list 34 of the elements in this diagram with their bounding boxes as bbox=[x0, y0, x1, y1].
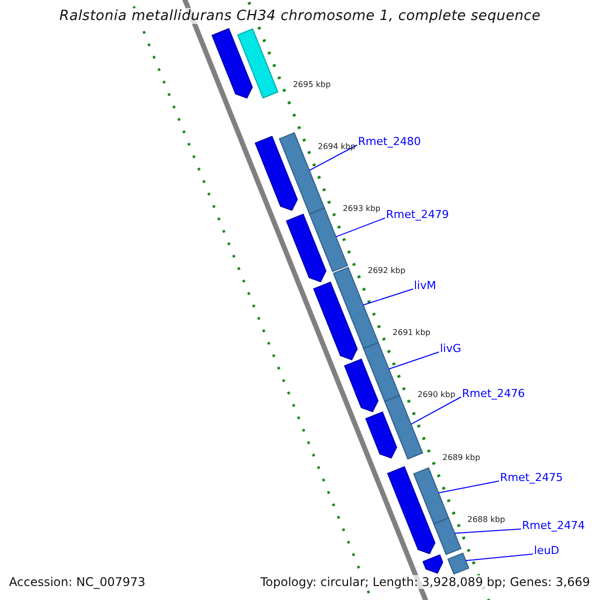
pointed-gene-block bbox=[365, 411, 398, 459]
scale-label: 2694 kbp bbox=[318, 142, 356, 151]
leader-line bbox=[410, 396, 462, 425]
pointed-gene-block bbox=[211, 28, 253, 99]
pointed-gene-block bbox=[387, 466, 436, 554]
leader-line bbox=[362, 288, 414, 306]
scale-label: 2688 kbp bbox=[467, 514, 506, 524]
title: Ralstonia metallidurans CH34 chromosome 1, complete sequence bbox=[59, 8, 541, 24]
gene-bar bbox=[362, 342, 400, 402]
pointed-gene-block bbox=[254, 136, 298, 211]
scale-label: 2692 kbp bbox=[368, 266, 406, 276]
leader-line bbox=[438, 480, 500, 494]
gene-label: livG bbox=[440, 342, 462, 355]
scale-label: 2693 kbp bbox=[342, 204, 380, 213]
gene-label: Rmet_2476 bbox=[462, 387, 525, 400]
scale-label: 2689 kbp bbox=[442, 452, 480, 462]
gene-bar bbox=[237, 28, 279, 99]
scale-label: 2691 kbp bbox=[392, 328, 430, 338]
pointed-gene-block bbox=[344, 358, 379, 412]
leader-line bbox=[465, 554, 534, 562]
gene-bar bbox=[413, 467, 450, 525]
pointed-gene-block bbox=[286, 214, 326, 282]
gene-label: leuD bbox=[534, 544, 560, 557]
scale-label: 2695 kbp bbox=[292, 80, 331, 89]
pointed-gene-block bbox=[313, 281, 358, 360]
gene-label: Rmet_2475 bbox=[500, 471, 563, 484]
gene-label: Rmet_2480 bbox=[358, 135, 421, 148]
accession-text: Accession: NC_007973 bbox=[9, 575, 146, 589]
leader-line bbox=[388, 352, 440, 370]
summary-text: Topology: circular; Length: 3,928,089 bp; Genes: 3,669 bbox=[260, 575, 590, 589]
gene-label: Rmet_2479 bbox=[386, 208, 449, 221]
gene-label: Rmet_2474 bbox=[522, 519, 585, 532]
gene-label: livM bbox=[414, 279, 436, 292]
scale-label: 2690 kbp bbox=[418, 390, 456, 400]
